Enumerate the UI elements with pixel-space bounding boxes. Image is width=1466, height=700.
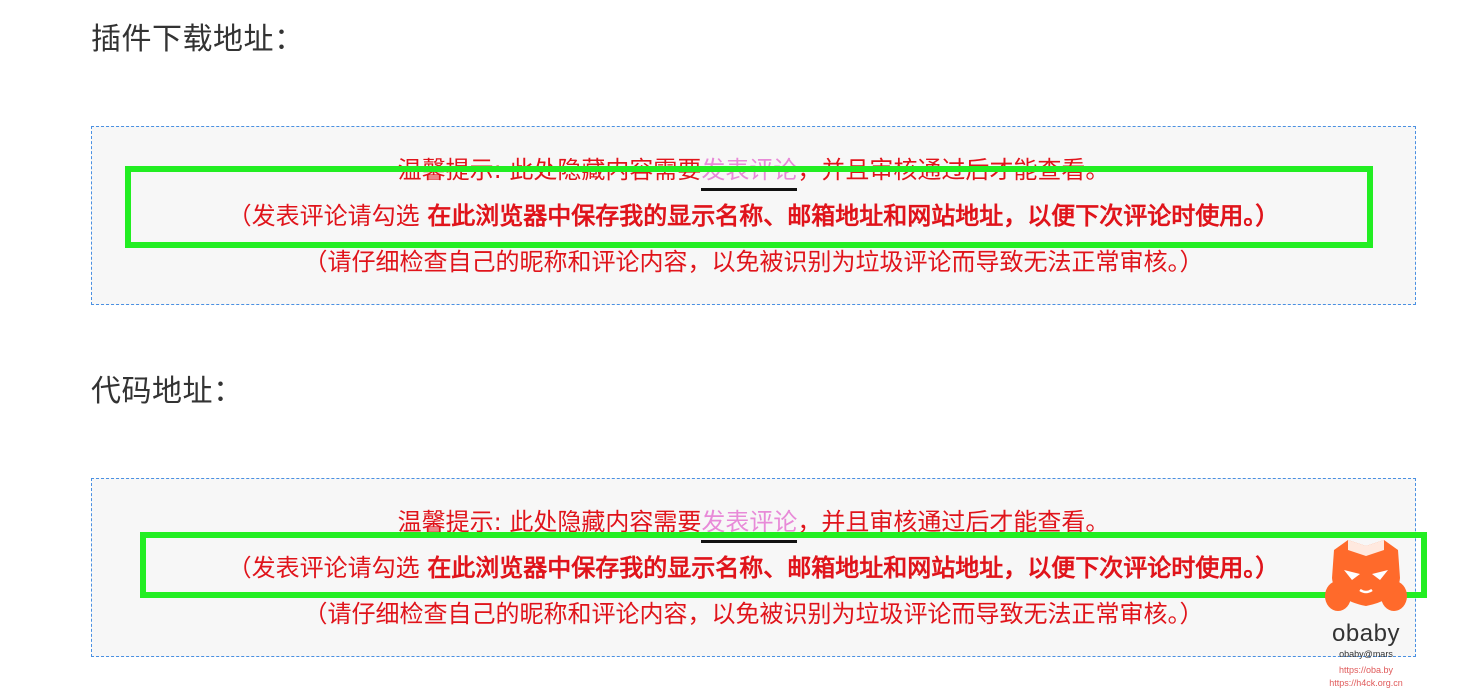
hidden-content-box: 温馨提示: 此处隐藏内容需要发表评论，并且审核通过后才能查看。 （发表评论请勾选… (91, 478, 1416, 657)
tip-line-1: 温馨提示: 此处隐藏内容需要发表评论，并且审核通过后才能查看。 (92, 155, 1415, 191)
tip-save-info-hint: 在此浏览器中保存我的显示名称、邮箱地址和网站地址，以便下次评论时使用。） (427, 202, 1280, 230)
watermark-url: https://h4ck.org.cn (1329, 678, 1403, 688)
tip-line-3: （请仔细检查自己的昵称和评论内容，以免被识别为垃圾评论而导致无法正常审核。） (303, 600, 1204, 628)
watermark-url: https://oba.by (1338, 665, 1394, 675)
tip-suffix: ，并且审核通过后才能查看。 (797, 156, 1110, 184)
watermark-subtitle: obaby@mars (1339, 649, 1393, 659)
tip-suffix: ，并且审核通过后才能查看。 (797, 508, 1110, 536)
plugin-download-heading: 插件下载地址： (91, 22, 305, 57)
tip-checkbox-hint: （发表评论请勾选 (227, 554, 428, 582)
tip-checkbox-hint: （发表评论请勾选 (227, 202, 428, 230)
tip-line-1: 温馨提示: 此处隐藏内容需要发表评论，并且审核通过后才能查看。 (92, 507, 1415, 543)
tip-line-2: （发表评论请勾选 在此浏览器中保存我的显示名称、邮箱地址和网站地址，以便下次评论… (92, 553, 1415, 583)
tip-line-3: （请仔细检查自己的昵称和评论内容，以免被识别为垃圾评论而导致无法正常审核。） (303, 248, 1204, 276)
code-address-heading: 代码地址： (91, 374, 244, 409)
tip-prefix: 温馨提示: 此处隐藏内容需要 (397, 508, 702, 536)
tip-save-info-hint: 在此浏览器中保存我的显示名称、邮箱地址和网站地址，以便下次评论时使用。） (427, 554, 1280, 582)
watermark-name: obaby (1332, 620, 1400, 647)
post-comment-link[interactable]: 发表评论 (701, 508, 798, 543)
hidden-content-box: 温馨提示: 此处隐藏内容需要发表评论，并且审核通过后才能查看。 （发表评论请勾选… (91, 126, 1416, 305)
tip-prefix: 温馨提示: 此处隐藏内容需要 (397, 156, 702, 184)
cat-logo-icon (1325, 540, 1407, 611)
watermark: obaby obaby@mars https://oba.by https://… (1318, 536, 1414, 696)
tip-line-2: （发表评论请勾选 在此浏览器中保存我的显示名称、邮箱地址和网站地址，以便下次评论… (92, 201, 1415, 231)
post-comment-link[interactable]: 发表评论 (701, 156, 798, 191)
